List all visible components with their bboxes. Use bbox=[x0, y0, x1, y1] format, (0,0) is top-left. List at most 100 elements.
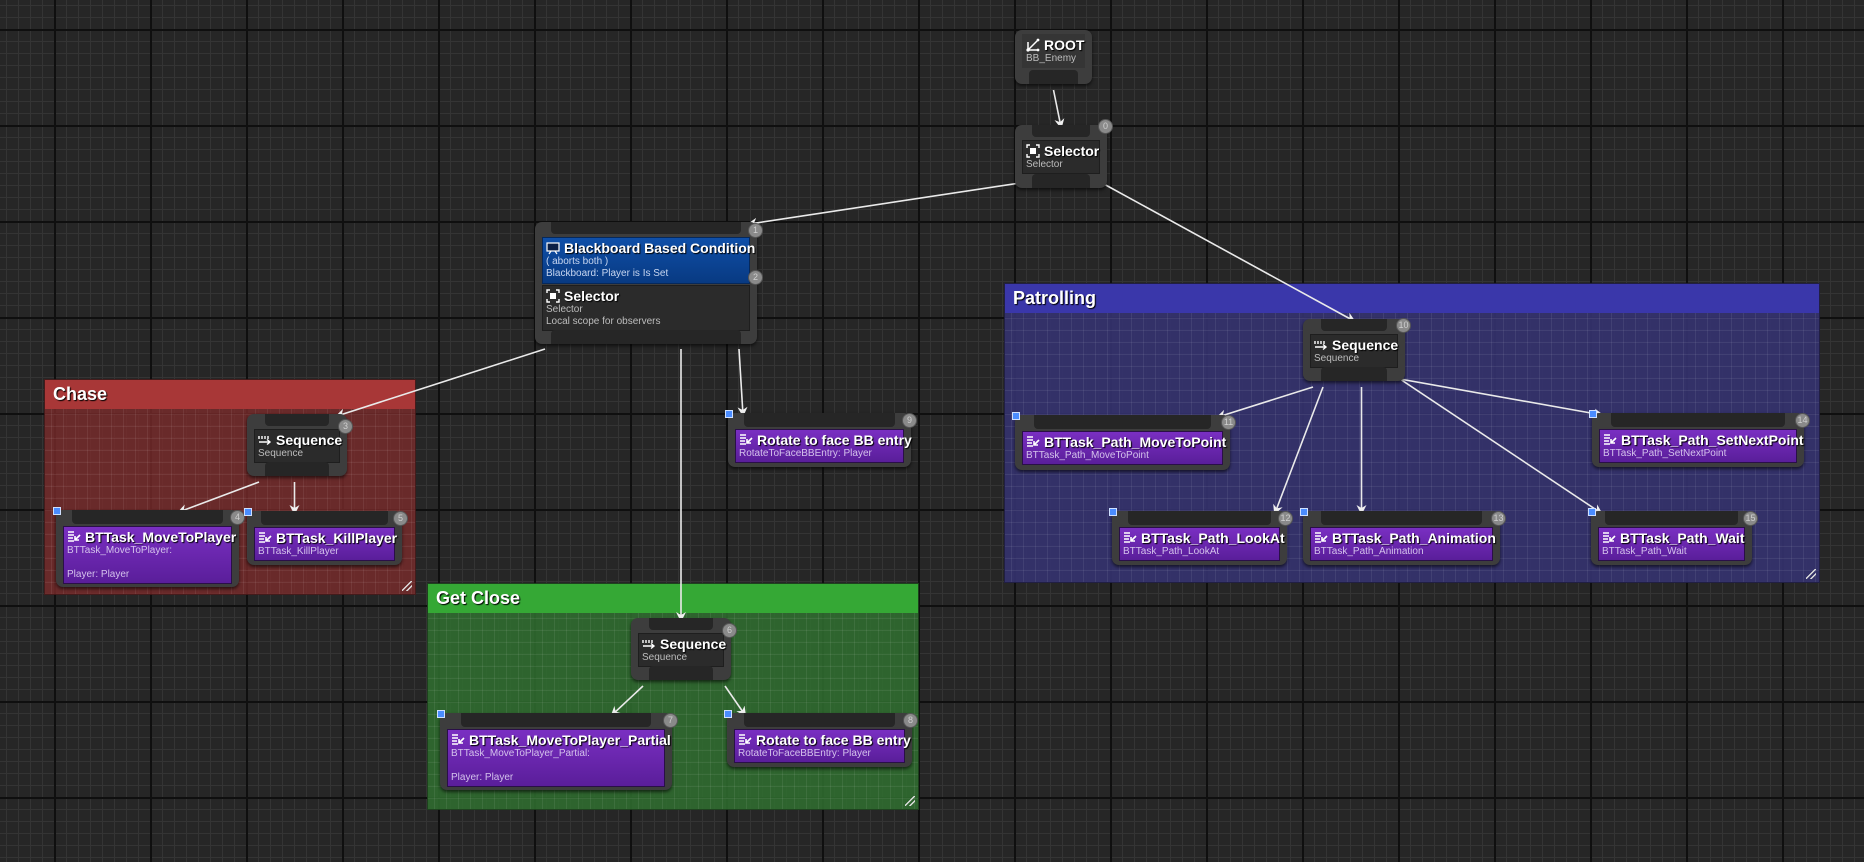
edge-patrol-sequence-to-patrol-setnext[interactable] bbox=[1399, 378, 1604, 419]
execution-index-badge: 4 bbox=[230, 510, 245, 525]
input-pin[interactable] bbox=[743, 713, 896, 727]
sequence-icon bbox=[258, 433, 272, 447]
input-pin[interactable] bbox=[265, 414, 329, 426]
task-node-close-move[interactable]: BTTask_MoveToPlayer_Partial BTTask_MoveT… bbox=[437, 710, 678, 790]
decorator-title: Blackboard Based Condition bbox=[564, 240, 756, 256]
task-node-close-rotate[interactable]: Rotate to face BB entry RotateToFaceBBEn… bbox=[724, 710, 918, 767]
input-pin[interactable] bbox=[649, 618, 713, 630]
node-title: ROOT bbox=[1044, 37, 1085, 53]
comment-group-title[interactable]: Patrolling bbox=[1005, 284, 1819, 313]
breakpoint-icon[interactable] bbox=[53, 507, 61, 515]
breakpoint-icon[interactable] bbox=[1589, 410, 1597, 418]
task-node-chase-kill[interactable]: BTTask_KillPlayer BTTask_KillPlayer 5 bbox=[244, 508, 408, 565]
comment-group-title[interactable]: Get Close bbox=[428, 584, 918, 613]
task-node-chase-move[interactable]: BTTask_MoveToPlayer BTTask_MoveToPlayer:… bbox=[53, 507, 245, 587]
output-pin[interactable] bbox=[1031, 174, 1091, 188]
execution-index-badge: 3 bbox=[338, 419, 353, 434]
input-pin[interactable] bbox=[1321, 319, 1387, 331]
node-title: Selector bbox=[1044, 143, 1100, 159]
input-pin[interactable] bbox=[1127, 511, 1272, 525]
task-node-patrol-anim[interactable]: BTTask_Path_Animation BTTask_Path_Animat… bbox=[1300, 508, 1506, 565]
node-title: BTTask_Path_SetNextPoint bbox=[1621, 432, 1804, 448]
task-node-patrol-wait[interactable]: BTTask_Path_Wait BTTask_Path_Wait 15 bbox=[1588, 508, 1758, 565]
input-pin[interactable] bbox=[1605, 511, 1738, 525]
comment-group-title[interactable]: Chase bbox=[45, 380, 415, 409]
edge-selector-main-to-patrol-sequence[interactable] bbox=[1101, 182, 1356, 322]
breakpoint-icon[interactable] bbox=[1588, 508, 1596, 516]
node-description: RotateToFaceBBEntry: Player bbox=[738, 748, 871, 759]
selector-icon bbox=[1026, 144, 1040, 158]
resize-handle-icon[interactable] bbox=[402, 581, 412, 591]
input-pin[interactable] bbox=[72, 510, 223, 524]
execution-index-badge: 9 bbox=[902, 413, 917, 428]
execution-index-badge: 6 bbox=[722, 623, 737, 638]
breakpoint-icon[interactable] bbox=[724, 710, 732, 718]
root-node[interactable]: ROOT BB_Enemy bbox=[1015, 30, 1092, 84]
edge-selector-main-to-bb-condition[interactable] bbox=[747, 182, 1021, 228]
breakpoint-icon[interactable] bbox=[1300, 508, 1308, 516]
edge-chase-sequence-to-chase-move[interactable] bbox=[177, 481, 260, 514]
input-pin[interactable] bbox=[460, 713, 652, 727]
node-title: BTTask_MoveToPlayer bbox=[85, 529, 237, 545]
edge-close-sequence-to-close-rotate[interactable] bbox=[724, 685, 747, 717]
execution-index-badge: 12 bbox=[1278, 511, 1293, 526]
sequence-node-chase[interactable]: Sequence Sequence 3 bbox=[247, 414, 353, 476]
edge-patrol-sequence-to-patrol-wait[interactable] bbox=[1399, 378, 1603, 515]
execution-index-badge: 7 bbox=[663, 713, 678, 728]
resize-handle-icon[interactable] bbox=[905, 796, 915, 806]
selector-node[interactable]: Selector Selector 0 bbox=[1015, 119, 1113, 188]
selector-icon bbox=[546, 289, 560, 303]
input-pin[interactable] bbox=[744, 413, 895, 427]
task-node-patrol-move[interactable]: BTTask_Path_MoveToPoint BTTask_Path_Move… bbox=[1012, 412, 1236, 470]
execution-index-badge: 11 bbox=[1221, 415, 1236, 430]
decorator-abort-mode: ( aborts both ) bbox=[546, 256, 609, 267]
input-pin[interactable] bbox=[1031, 125, 1091, 137]
breakpoint-icon[interactable] bbox=[1109, 508, 1117, 516]
task-icon bbox=[1603, 433, 1617, 447]
edge-bb-condition-to-chase-sequence[interactable] bbox=[335, 348, 546, 419]
node-title: Sequence bbox=[1332, 337, 1399, 353]
input-pin[interactable] bbox=[1611, 413, 1785, 427]
resize-handle-icon[interactable] bbox=[1806, 569, 1816, 579]
node-description: BTTask_MoveToPlayer_Partial: bbox=[451, 748, 590, 759]
input-pin[interactable] bbox=[1320, 511, 1483, 525]
blackboard-selector-node[interactable]: Blackboard Based Condition ( aborts both… bbox=[535, 222, 763, 344]
output-pin[interactable] bbox=[1321, 367, 1387, 381]
input-pin[interactable] bbox=[550, 222, 742, 234]
task-node-rotate-main[interactable]: Rotate to face BB entry RotateToFaceBBEn… bbox=[725, 410, 917, 467]
execution-index-badge: 1 bbox=[748, 223, 763, 238]
edge-patrol-sequence-to-patrol-lookat[interactable] bbox=[1273, 386, 1324, 515]
task-node-patrol-lookat[interactable]: BTTask_Path_LookAt BTTask_Path_LookAt 12 bbox=[1109, 508, 1293, 565]
output-pin[interactable] bbox=[649, 666, 713, 680]
node-subtitle: Sequence bbox=[258, 448, 304, 459]
output-pin[interactable] bbox=[265, 462, 329, 476]
breakpoint-icon[interactable] bbox=[1012, 412, 1020, 420]
edge-root-to-selector-main[interactable] bbox=[1052, 89, 1065, 129]
execution-index-badge: 8 bbox=[903, 713, 918, 728]
node-title: Sequence bbox=[660, 636, 727, 652]
edge-bb-condition-to-rotate-main[interactable] bbox=[737, 348, 748, 417]
edge-close-sequence-to-close-move[interactable] bbox=[610, 685, 644, 717]
node-title: Sequence bbox=[276, 432, 343, 448]
sequence-node-get-close[interactable]: Sequence Sequence 6 bbox=[631, 618, 737, 680]
decorator-condition: Blackboard: Player is Is Set bbox=[546, 268, 669, 279]
node-title: BTTask_Path_MoveToPoint bbox=[1044, 434, 1227, 450]
input-pin[interactable] bbox=[260, 511, 389, 525]
node-title: Selector bbox=[564, 288, 620, 304]
input-pin[interactable] bbox=[1034, 415, 1211, 429]
output-pin[interactable] bbox=[550, 330, 742, 344]
breakpoint-icon[interactable] bbox=[437, 710, 445, 718]
task-icon bbox=[1602, 531, 1616, 545]
task-node-patrol-setnext[interactable]: BTTask_Path_SetNextPoint BTTask_Path_Set… bbox=[1589, 410, 1810, 467]
output-pin[interactable] bbox=[1028, 70, 1079, 84]
composite-section[interactable]: Selector Selector Local scope for observ… bbox=[542, 285, 750, 331]
node-description: BTTask_Path_LookAt bbox=[1123, 546, 1220, 557]
blackboard-decorator[interactable]: Blackboard Based Condition ( aborts both… bbox=[542, 237, 755, 284]
breakpoint-icon[interactable] bbox=[244, 508, 252, 516]
edge-patrol-sequence-to-patrol-move[interactable] bbox=[1216, 386, 1314, 420]
breakpoint-icon[interactable] bbox=[725, 410, 733, 418]
node-description: BTTask_Path_SetNextPoint bbox=[1603, 448, 1727, 459]
sequence-node-patrolling[interactable]: Sequence Sequence 10 bbox=[1303, 318, 1411, 381]
task-icon bbox=[451, 733, 465, 747]
node-description: BTTask_Path_MoveToPoint bbox=[1026, 450, 1149, 461]
